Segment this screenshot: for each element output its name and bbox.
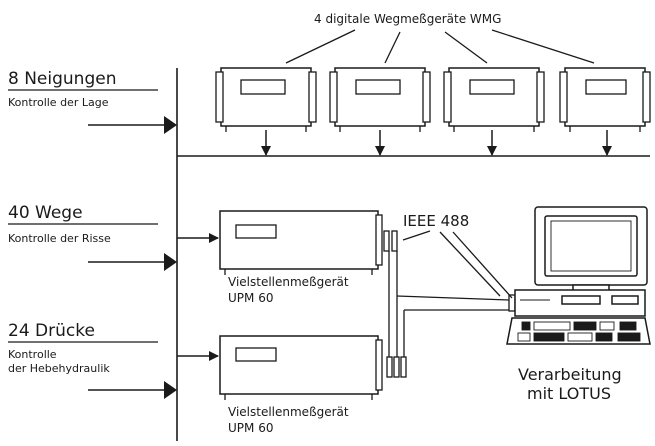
computer-icon: [507, 207, 650, 344]
upm-device-1: [220, 211, 382, 275]
input-arrows: [88, 116, 177, 399]
upm-device-2: [220, 336, 382, 400]
upm-device-2-name: Vielstellenmeßgerät: [228, 405, 349, 419]
upm-device-1-model: UPM 60: [228, 291, 273, 305]
output-label-line1: Verarbeitung: [518, 365, 622, 384]
output-label-line2: mit LOTUS: [527, 384, 611, 403]
wmg-device-1: [216, 68, 316, 132]
input-label-druecke: 24 Drücke: [8, 321, 95, 341]
input-desc-druecke-line2: der Hebehydraulik: [8, 362, 110, 375]
ieee-488-label: IEEE 488: [403, 212, 469, 230]
bus-to-upm-arrows: [177, 238, 218, 356]
wmg-device-3: [444, 68, 544, 132]
upm-device-2-model: UPM 60: [228, 421, 273, 435]
input-desc-neigungen: Kontrolle der Lage: [8, 96, 109, 109]
wmg-device-2: [330, 68, 430, 132]
input-desc-wege: Kontrolle der Risse: [8, 232, 111, 245]
wmg-device-4: [560, 68, 650, 132]
input-label-neigungen: 8 Neigungen: [8, 69, 116, 89]
wmg-label-connectors: [286, 30, 594, 63]
wmg-down-arrows: [266, 130, 607, 155]
upm-device-1-name: Vielstellenmeßgerät: [228, 275, 349, 289]
input-desc-druecke-line1: Kontrolle: [8, 348, 57, 361]
input-label-wege: 40 Wege: [8, 203, 83, 223]
ieee-bus-lines: [389, 231, 512, 357]
wmg-top-label: 4 digitale Wegmeßgeräte WMG: [314, 12, 501, 26]
